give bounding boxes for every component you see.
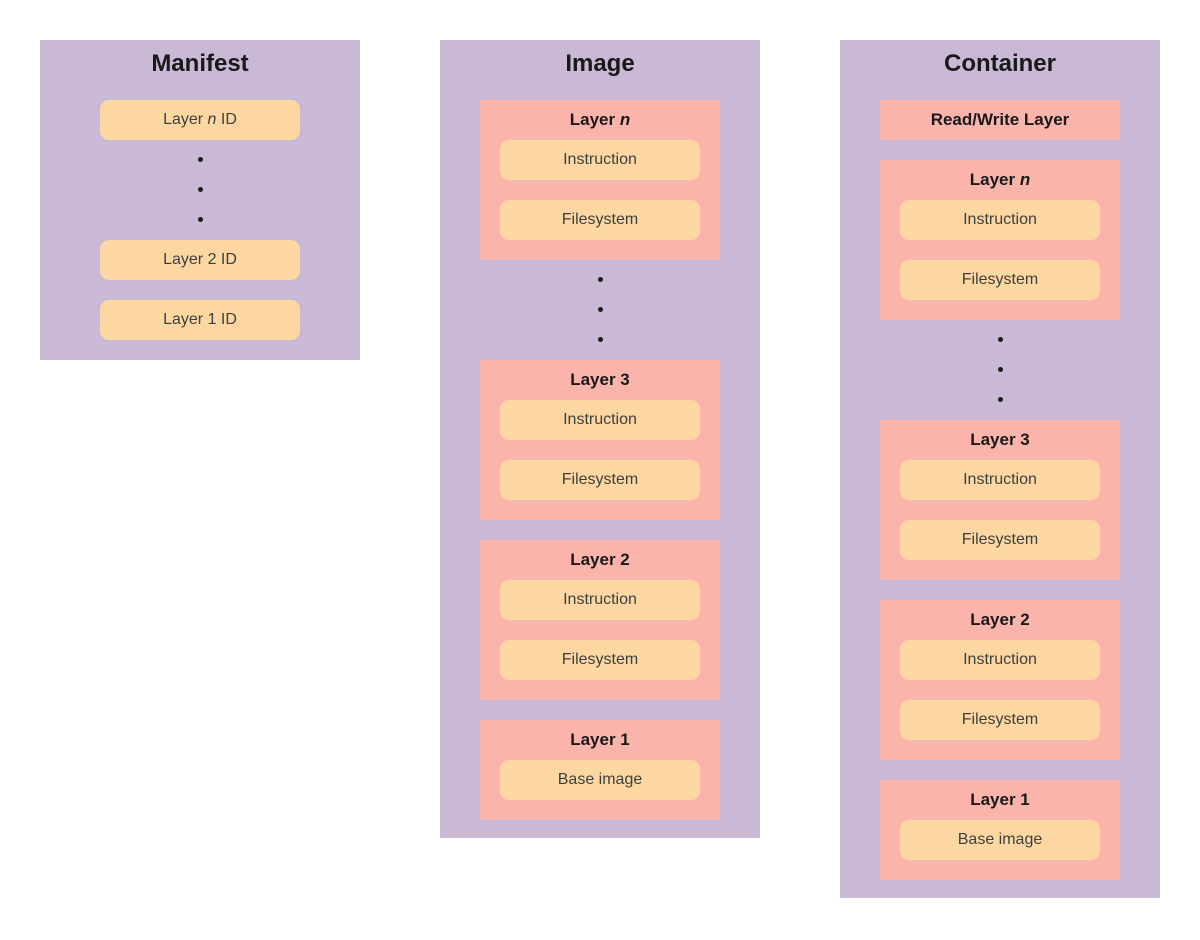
instruction-box: Instruction [500,580,700,620]
image-layer-n-group: Layer n Instruction Filesystem [480,100,720,260]
layer-2-id-label: Layer 2 ID [163,251,237,268]
filesystem-box: Filesystem [900,700,1100,740]
instruction-box: Instruction [900,640,1100,680]
image-layer-2-group: Layer 2 Instruction Filesystem [480,540,720,700]
filesystem-box: Filesystem [900,520,1100,560]
manifest-panel-title: Manifest [151,50,249,77]
filesystem-label: Filesystem [561,651,639,668]
dot [997,397,1003,402]
container-layer-n-group: Layer n Instruction Filesystem [880,160,1120,320]
container-layer-3-group: Layer 3 Instruction Filesystem [880,420,1120,580]
vertical-ellipsis-icon [840,337,1160,402]
filesystem-box: Filesystem [500,640,700,680]
layer-2-id-box: Layer 2 ID [100,240,300,280]
instruction-label: Instruction [963,471,1037,488]
filesystem-label: Filesystem [561,471,639,488]
layer-2-heading: Layer 2 [570,550,630,569]
filesystem-label: Filesystem [961,271,1039,288]
layer-2-heading: Layer 2 [970,610,1030,629]
image-panel: Image Layer n Instruction Filesystem Lay… [440,40,760,838]
instruction-box: Instruction [900,460,1100,500]
filesystem-box: Filesystem [500,200,700,240]
image-layer-1-group: Layer 1 Base image [480,720,720,820]
instruction-label: Instruction [963,211,1037,228]
layer-n-id-box: Layer n ID [100,100,300,140]
filesystem-box: Filesystem [500,460,700,500]
instruction-box: Instruction [500,140,700,180]
filesystem-label: Filesystem [561,211,639,228]
instruction-label: Instruction [563,591,637,608]
dot [597,337,603,342]
dot [197,217,203,222]
vertical-ellipsis-icon [40,157,360,222]
vertical-ellipsis-icon [440,277,760,342]
dot [997,367,1003,372]
layer-1-heading: Layer 1 [970,790,1030,809]
base-image-box: Base image [900,820,1100,860]
filesystem-label: Filesystem [961,711,1039,728]
image-panel-title: Image [565,50,635,77]
filesystem-label: Filesystem [961,531,1039,548]
read-write-layer-box: Read/Write Layer [880,100,1120,140]
layer-1-id-box: Layer 1 ID [100,300,300,340]
dot [197,157,203,162]
dot [197,187,203,192]
instruction-label: Instruction [963,651,1037,668]
layer-1-id-label: Layer 1 ID [163,311,237,328]
instruction-box: Instruction [900,200,1100,240]
layer-3-heading: Layer 3 [970,430,1030,449]
container-panel-title: Container [943,50,1056,77]
layer-1-heading: Layer 1 [570,730,630,749]
instruction-label: Instruction [563,411,637,428]
image-layer-3-group: Layer 3 Instruction Filesystem [480,360,720,520]
base-image-label: Base image [557,771,643,788]
instruction-label: Instruction [563,151,637,168]
base-image-box: Base image [500,760,700,800]
layer-n-heading: Layer n [569,110,631,129]
container-layer-2-group: Layer 2 Instruction Filesystem [880,600,1120,760]
dot [997,337,1003,342]
layer-3-heading: Layer 3 [570,370,630,389]
base-image-label: Base image [957,831,1043,848]
container-layer-1-group: Layer 1 Base image [880,780,1120,880]
layer-n-id-label: Layer n ID [163,111,237,128]
filesystem-box: Filesystem [900,260,1100,300]
instruction-box: Instruction [500,400,700,440]
layer-n-heading: Layer n [969,170,1031,189]
manifest-panel: Manifest Layer n ID Layer 2 ID Layer 1 I… [40,40,360,360]
dot [597,307,603,312]
dot [597,277,603,282]
container-panel: Container Read/Write Layer Layer n Instr… [840,40,1160,898]
